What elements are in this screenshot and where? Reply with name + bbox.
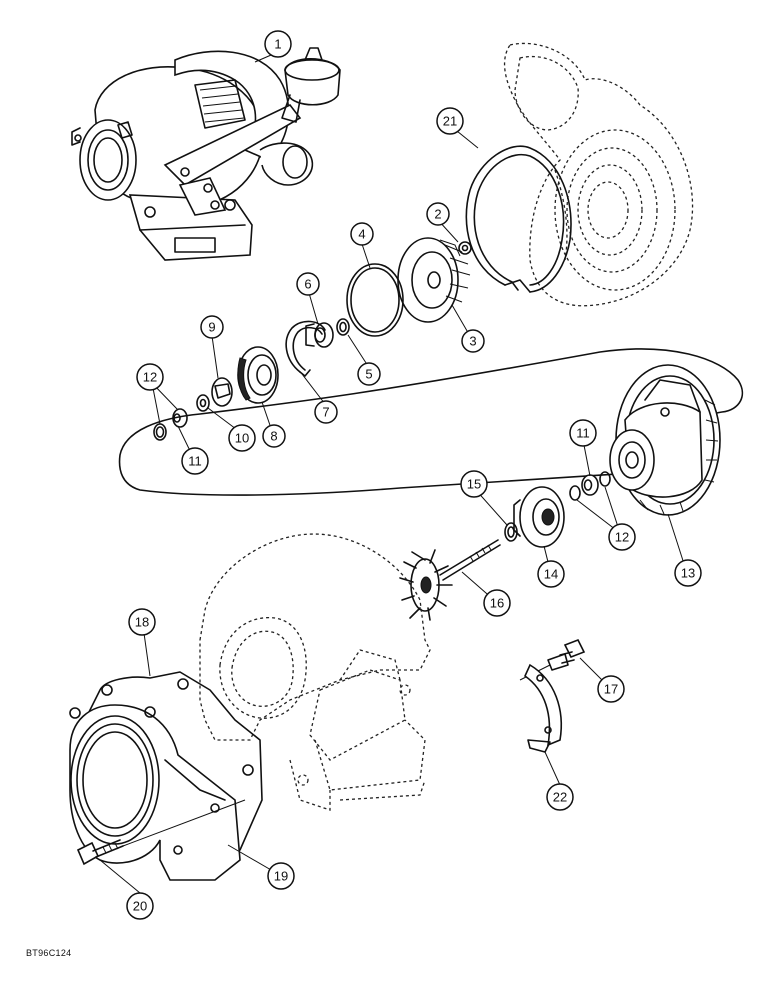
thrust-collar-9	[211, 377, 233, 407]
callout-14: 14	[537, 560, 565, 588]
seal-ring-12-left	[153, 423, 167, 441]
clamp-plate-22	[523, 663, 562, 753]
callout-5: 5	[357, 362, 381, 386]
svg-text:11: 11	[576, 426, 590, 441]
nut-2	[458, 241, 472, 255]
ring-5	[336, 318, 350, 336]
callout-13: 13	[674, 559, 702, 587]
svg-text:12: 12	[615, 530, 629, 545]
thrust-bearing-8	[237, 346, 279, 404]
callout-11-left: 11	[181, 447, 209, 475]
figure-id: BT96C124	[26, 948, 72, 958]
bolt-20	[76, 799, 246, 866]
callout-8: 8	[262, 424, 286, 448]
callout-3: 3	[461, 329, 485, 353]
callout-10: 10	[228, 424, 256, 452]
svg-text:7: 7	[322, 405, 329, 420]
center-housing-13	[609, 364, 721, 516]
callout-16: 16	[483, 589, 511, 617]
svg-text:2: 2	[434, 207, 441, 222]
svg-text:21: 21	[443, 114, 457, 129]
piston-ring-15	[504, 522, 518, 542]
svg-text:12: 12	[143, 370, 157, 385]
callout-15: 15	[460, 470, 488, 498]
callout-18: 18	[128, 608, 156, 636]
turbine-outlet-housing-19	[69, 704, 241, 881]
callout-11-right: 11	[569, 419, 597, 447]
callout-7: 7	[314, 400, 338, 424]
bearing-sleeve-11-right	[581, 474, 599, 496]
svg-text:17: 17	[604, 682, 618, 697]
callout-2: 2	[426, 202, 450, 226]
retaining-ring-21	[465, 145, 572, 293]
svg-text:3: 3	[469, 334, 476, 349]
callout-9: 9	[200, 315, 224, 339]
callout-12-right: 12	[608, 523, 636, 551]
callout-4: 4	[350, 222, 374, 246]
callout-6: 6	[296, 272, 320, 296]
svg-text:15: 15	[467, 477, 481, 492]
svg-text:4: 4	[358, 227, 365, 242]
svg-text:20: 20	[133, 899, 147, 914]
callout-1: 1	[264, 30, 292, 58]
svg-text:5: 5	[365, 367, 372, 382]
callout-12-left: 12	[136, 363, 164, 391]
seal-ring-12-right	[569, 471, 611, 501]
washer-10	[196, 394, 210, 412]
compressor-wheel-3	[397, 237, 471, 323]
callout-19: 19	[267, 862, 295, 890]
svg-text:1: 1	[274, 37, 281, 52]
svg-text:14: 14	[544, 567, 558, 582]
callout-21: 21	[436, 107, 464, 135]
svg-text:18: 18	[135, 615, 149, 630]
turbocharger-assembly	[71, 47, 341, 261]
turbine-housing-phantom	[199, 533, 431, 811]
svg-text:6: 6	[304, 277, 311, 292]
heat-shield-14	[513, 486, 565, 548]
svg-text:8: 8	[270, 429, 277, 444]
callout-22: 22	[546, 783, 574, 811]
turbine-wheel-shaft-16	[399, 539, 501, 621]
background-plate	[118, 348, 744, 496]
svg-text:16: 16	[490, 596, 504, 611]
svg-text:10: 10	[235, 431, 249, 446]
callout-17: 17	[597, 675, 625, 703]
callout-20: 20	[126, 892, 154, 920]
svg-text:22: 22	[553, 790, 567, 805]
svg-text:19: 19	[274, 869, 288, 884]
svg-text:11: 11	[188, 454, 202, 469]
svg-text:9: 9	[208, 320, 215, 335]
compressor-housing-phantom	[503, 42, 694, 307]
svg-text:13: 13	[681, 566, 695, 581]
o-ring-4	[346, 263, 404, 337]
spacer-sleeve-6	[305, 322, 334, 348]
